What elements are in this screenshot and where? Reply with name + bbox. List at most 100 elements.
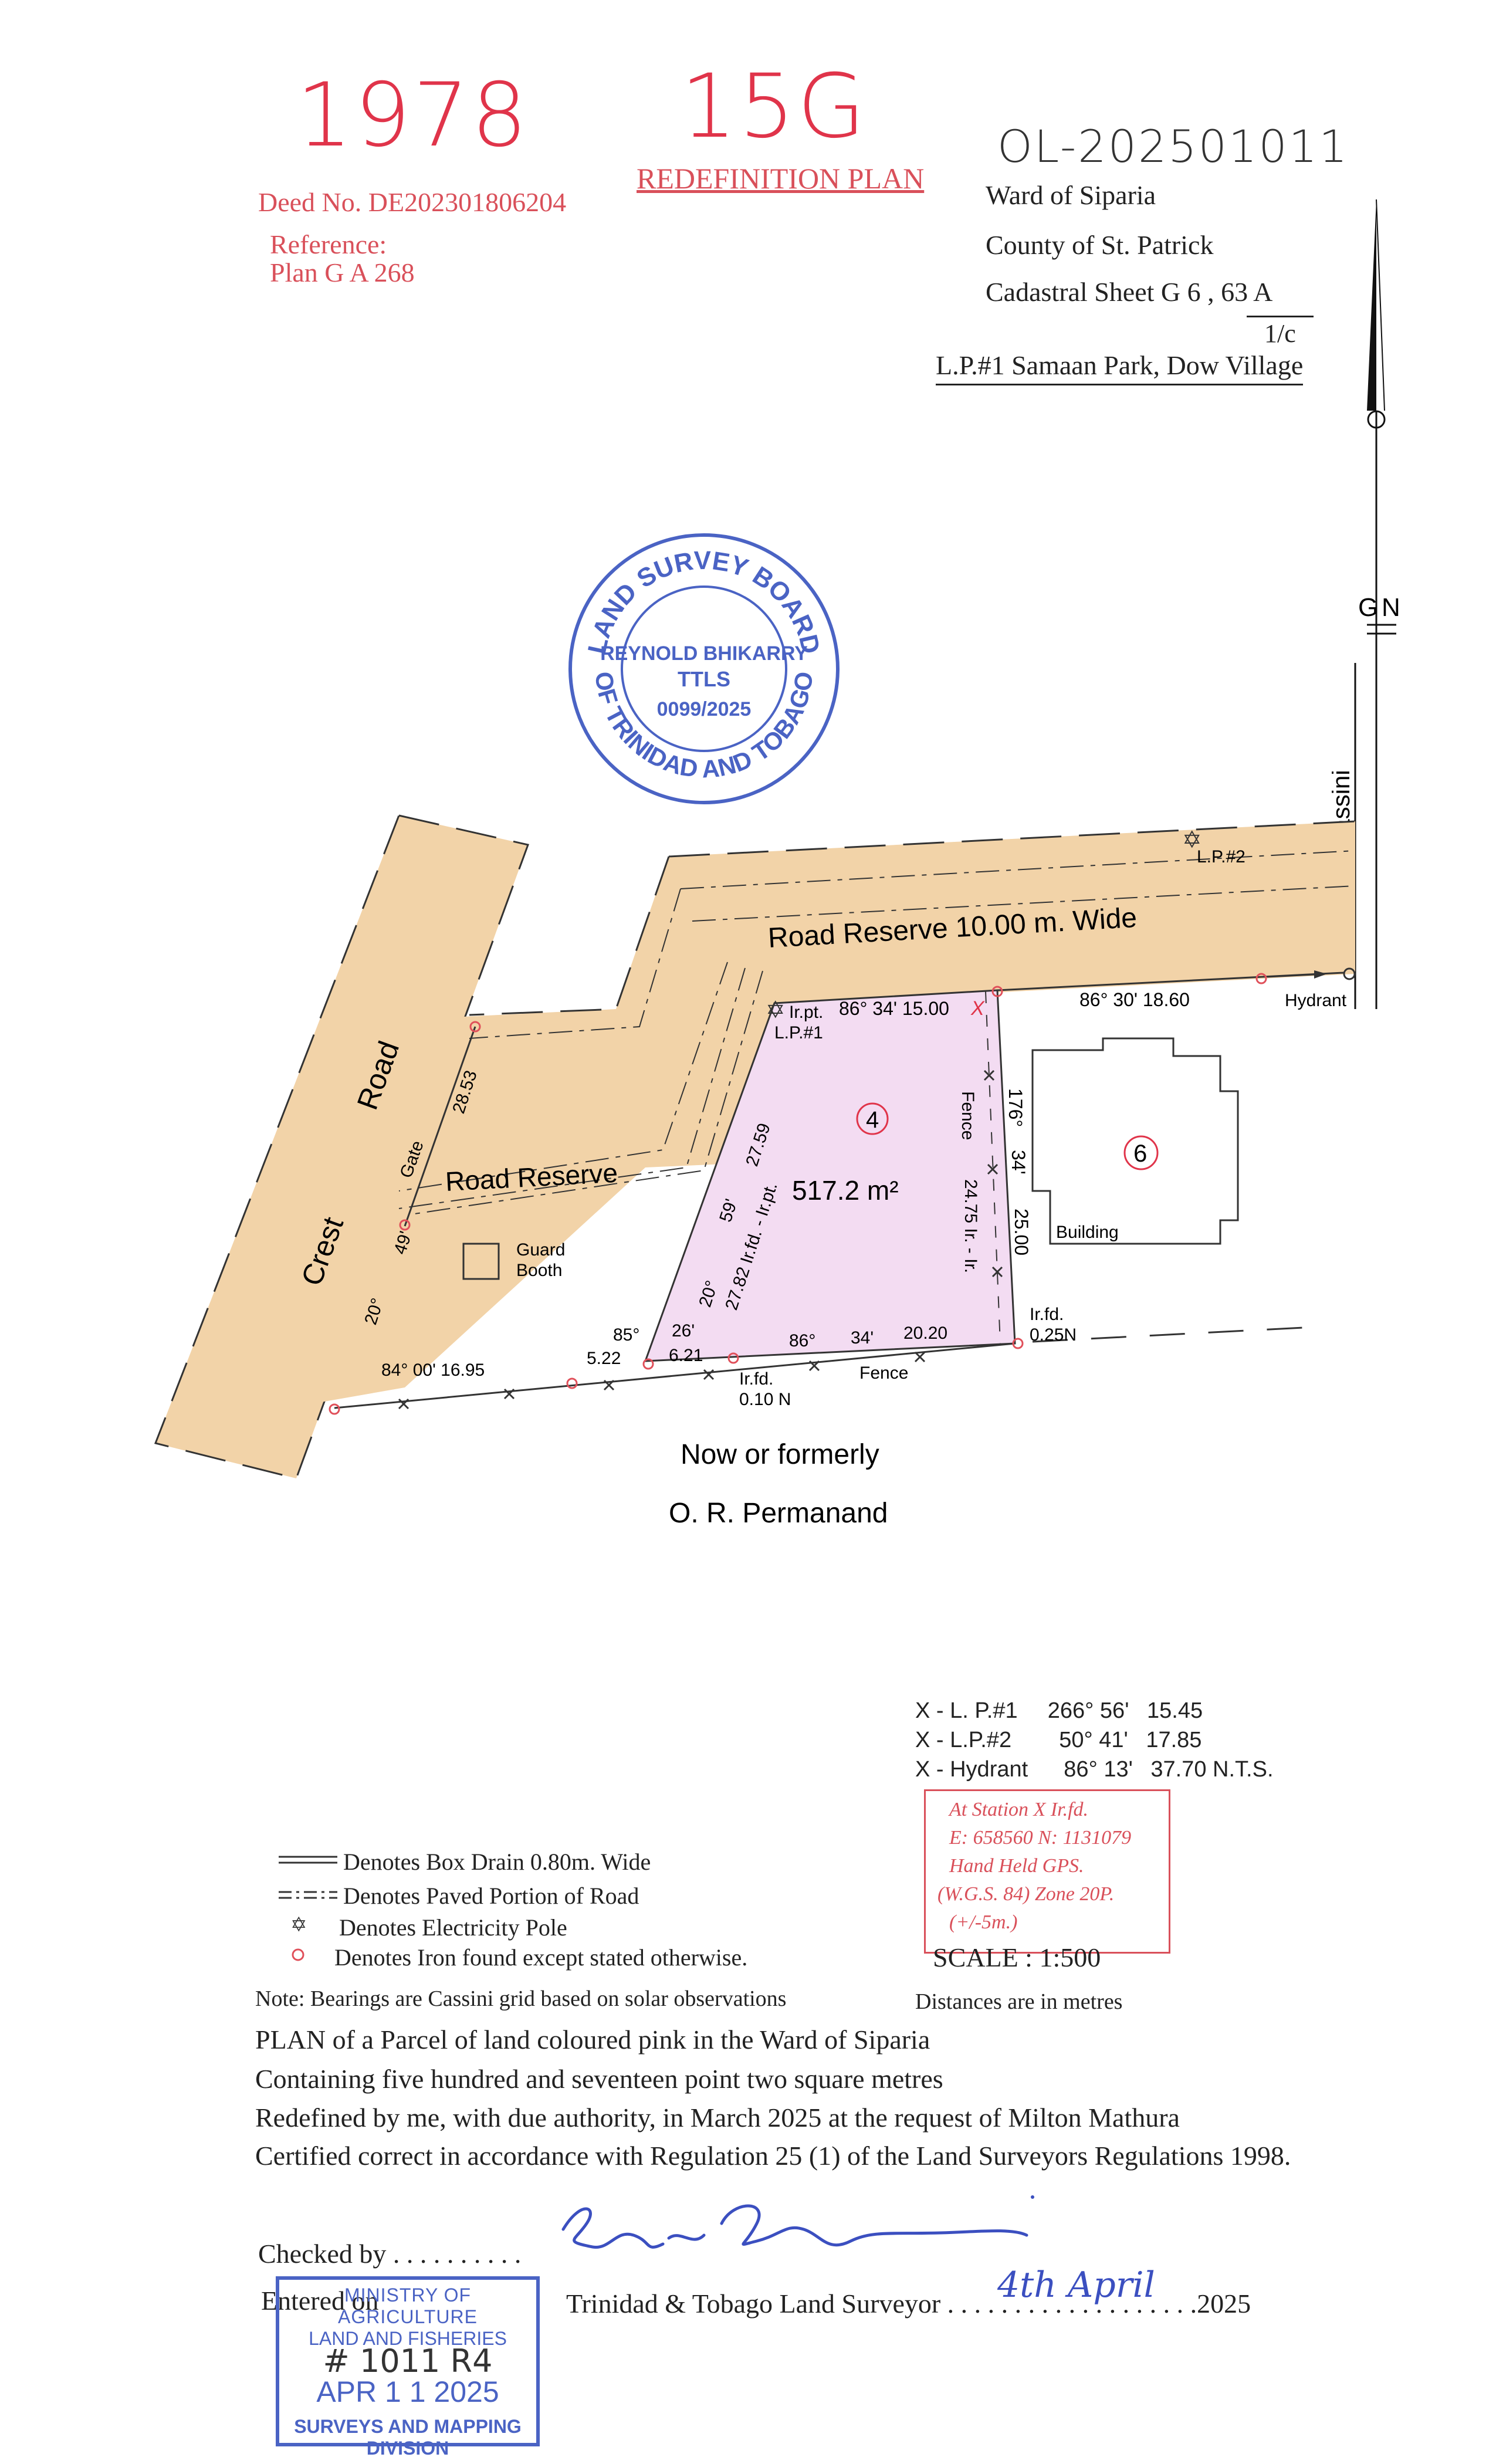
east-fence-label: Fence xyxy=(958,1091,977,1140)
cert-line-1: PLAN of a Parcel of land coloured pink i… xyxy=(255,2025,930,2055)
south-fence-label: Fence xyxy=(859,1363,908,1383)
electricity-pole-icon-lp1: ✡ xyxy=(766,997,786,1023)
land-survey-board-seal: LAND SURVEY BOARD OF TRINIDAD AND TOBAGO… xyxy=(568,533,840,804)
owner-line-1: Now or formerly xyxy=(681,1439,879,1470)
north-bearing: 86° 34' 15.00 xyxy=(839,998,949,1019)
signature-date: 4th April xyxy=(997,2265,1155,2306)
cert-line-3: Redefined by me, with due authority, in … xyxy=(255,2103,1180,2133)
legend-pole: Denotes Electricity Pole xyxy=(339,1914,567,1941)
building-outline xyxy=(1031,1037,1239,1245)
gps-line-2: E: 658560 N: 1131079 xyxy=(949,1827,1132,1849)
east-fence-dist: 24.75 Ir. - Ir. xyxy=(961,1179,980,1273)
tie-lp1-bearing: 266° 56' xyxy=(1047,1698,1129,1723)
ministry-handwritten-number: # 1011 R4 xyxy=(323,2343,493,2380)
gps-line-5: (+/-5m.) xyxy=(949,1911,1018,1933)
seal-name: REYNOLD BHIKARRY xyxy=(600,642,808,665)
north-arrow: G N Cassini xyxy=(1332,199,1400,1009)
locality: L.P.#1 Samaan Park, Dow Village xyxy=(936,352,1304,385)
building-label: Building xyxy=(1056,1223,1119,1242)
dist-522: 5.22 xyxy=(587,1349,621,1368)
electricity-pole-icon: ✡ xyxy=(1182,827,1202,853)
east-bearing-min: 34' xyxy=(1008,1150,1029,1175)
tie-lp1-label: X - L. P.#1 xyxy=(915,1698,1018,1723)
plan-title: REDEFINITION PLAN xyxy=(637,162,925,195)
south-dist: 20.20 xyxy=(903,1324,947,1343)
legend-iron: Denotes Iron found except stated otherwi… xyxy=(334,1944,748,1971)
cert-line-4: Certified correct in accordance with Reg… xyxy=(255,2141,1291,2171)
tie-hydrant-bearing: 86° 13' xyxy=(1064,1757,1133,1782)
lot-number-4: 4 xyxy=(866,1107,879,1133)
east-bearing-deg: 176° xyxy=(1005,1088,1026,1127)
ministry-line-1: MINISTRY OF AGRICULTURE xyxy=(338,2284,478,2327)
gn-label-g: G xyxy=(1358,593,1378,622)
file-reference: OL-202501011 xyxy=(997,120,1349,172)
bearing-26: 26' xyxy=(672,1321,695,1341)
plan-number-left: 1978 xyxy=(296,65,530,167)
bearing-note: Note: Bearings are Cassini grid based on… xyxy=(255,1986,787,2011)
gps-line-1: At Station X Ir.fd. xyxy=(949,1799,1089,1820)
tie-hydrant: X - Hydrant 86° 13' 37.70 N.T.S. xyxy=(915,1757,1274,1782)
county: County of St. Patrick xyxy=(986,230,1214,260)
tie-lp2-label: X - L.P.#2 xyxy=(915,1728,1012,1752)
gps-line-3: Hand Held GPS. xyxy=(949,1855,1084,1877)
hydrant-label: Hydrant xyxy=(1285,991,1347,1010)
lp1-label: L.P.#1 xyxy=(774,1023,823,1043)
reference-label: Reference: xyxy=(270,229,387,259)
lp2-label: L.P.#2 xyxy=(1197,847,1245,867)
ministry-received-stamp: MINISTRY OF AGRICULTURE LAND AND FISHERI… xyxy=(276,2276,540,2459)
ministry-line-4: SURVEYS AND MAPPING xyxy=(294,2416,522,2437)
iron-markers xyxy=(329,973,1267,1415)
south-bearing-deg: 86° xyxy=(789,1331,815,1351)
dist-621: 6.21 xyxy=(669,1346,703,1365)
tie-lp1: X - L. P.#1 266° 56' 15.45 xyxy=(915,1698,1203,1724)
guard-booth-label-2: Booth xyxy=(516,1261,562,1280)
crest-road-area xyxy=(154,814,529,1480)
tie-lp2: X - L.P.#2 50° 41' 17.85 xyxy=(915,1728,1201,1753)
plan-drawing: ✡ ✡ Road Reserve 10.00 m. Wide Road Rese… xyxy=(154,814,1356,1529)
legend-paved: Denotes Paved Portion of Road xyxy=(343,1883,639,1909)
irfd-010-label: Ir.fd. xyxy=(739,1369,773,1389)
cadastral-sub: 1/c xyxy=(1247,316,1314,348)
parcel-area: 517.2 m² xyxy=(792,1175,899,1206)
irfd-010-offset: 0.10 N xyxy=(739,1390,791,1409)
tie-hydrant-dist: 37.70 N.T.S. xyxy=(1150,1757,1274,1782)
ministry-date: APR 1 1 2025 xyxy=(316,2375,499,2408)
guard-booth-label-1: Guard xyxy=(516,1240,565,1260)
legend-symbols: ✡ xyxy=(279,1856,337,1961)
reference-plan: Plan G A 268 xyxy=(270,258,415,287)
gps-station-box: At Station X Ir.fd. E: 658560 N: 1131079… xyxy=(924,1789,1170,1954)
cert-line-2: Containing five hundred and seventeen po… xyxy=(255,2064,943,2094)
seal-number: 0099/2025 xyxy=(657,698,752,720)
legend-box-drain: Denotes Box Drain 0.80m. Wide xyxy=(343,1849,651,1875)
plan-number-center: 15G xyxy=(681,56,868,158)
gn-label-n: N xyxy=(1382,593,1400,622)
south-bearing-min: 34' xyxy=(851,1328,874,1348)
ward: Ward of Siparia xyxy=(986,180,1156,210)
entered-on: Entered on xyxy=(261,2286,379,2316)
tie-lp2-dist: 17.85 xyxy=(1146,1728,1202,1752)
tie-lp2-bearing: 50° 41' xyxy=(1059,1728,1128,1752)
seal-title: TTLS xyxy=(678,667,730,691)
gps-line-4: (W.G.S. 84) Zone 20P. xyxy=(937,1883,1115,1905)
fence-x-marks xyxy=(398,1069,1003,1410)
irfd-025-offset: 0.25N xyxy=(1030,1325,1077,1345)
ministry-line-5: DIVISION xyxy=(366,2438,449,2459)
ministry-line-2: LAND AND FISHERIES xyxy=(309,2328,507,2349)
irpt-label: Ir.pt. xyxy=(789,1003,823,1022)
road-reserve-area xyxy=(287,821,1355,1408)
surveyor-line: Trinidad & Tobago Land Surveyor . . . . … xyxy=(566,2289,1251,2319)
surveyor-signature xyxy=(561,2195,1034,2249)
east-road-bearing: 86° 30' 18.60 xyxy=(1079,989,1190,1010)
distance-note: Distances are in metres xyxy=(915,1989,1123,2014)
bearing-85: 85° xyxy=(613,1325,639,1345)
bearing-84: 84° 00' 16.95 xyxy=(381,1360,485,1380)
guard-booth xyxy=(462,1243,500,1280)
irfd-025-label: Ir.fd. xyxy=(1030,1305,1064,1324)
east-bearing-dist: 25.00 xyxy=(1011,1209,1032,1255)
svg-text:✡: ✡ xyxy=(290,1914,307,1936)
checked-by: Checked by . . . . . . . . . . xyxy=(258,2239,522,2269)
lot-number-6: 6 xyxy=(1133,1139,1147,1167)
station-x-mark: X xyxy=(970,997,985,1020)
scale: SCALE : 1:500 xyxy=(933,1942,1101,1972)
deed-number: Deed No. DE202301806204 xyxy=(258,187,567,217)
